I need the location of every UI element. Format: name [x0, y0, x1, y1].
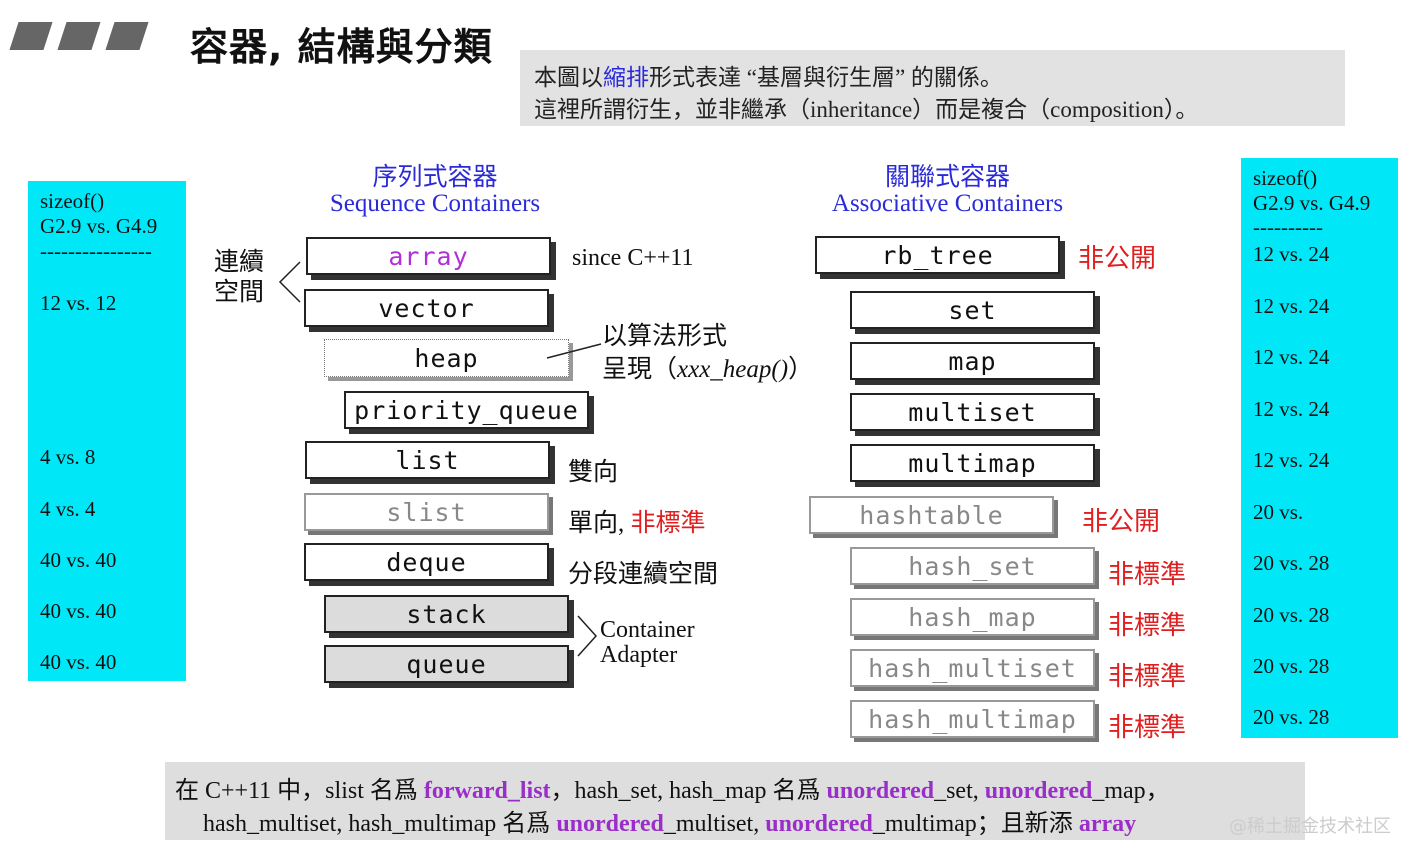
watermark: @稀土掘金技术社区 — [1229, 816, 1391, 837]
box-vector: vector — [304, 289, 549, 327]
bottom-l2-a: hash_multiset, hash_multimap 名爲 — [203, 811, 557, 837]
left-size-queue: 40 vs. 40 — [40, 650, 117, 674]
bottom-l2-unordered-2: unordered — [765, 811, 873, 837]
box-hash-set: hash_set — [850, 547, 1095, 585]
box-array: array — [306, 237, 551, 275]
box-hashtable: hashtable — [809, 496, 1054, 534]
note-line1-post: 形式表達 “基層與衍生層” 的關係。 — [649, 65, 1003, 90]
note-box: 本圖以縮排形式表達 “基層與衍生層” 的關係。 這裡所謂衍生，並非繼承（inhe… — [520, 50, 1345, 126]
page-title: 容器, 結構與分類 — [190, 25, 493, 69]
slist-note: 單向, 非標準 — [568, 503, 706, 539]
left-size-array: 12 vs. 12 — [40, 291, 117, 315]
bottom-note: 在 C++11 中，slist 名爲 forward_list，hash_set… — [165, 762, 1305, 840]
box-deque: deque — [304, 543, 549, 581]
box-list: list — [305, 441, 550, 479]
left-size-deque: 40 vs. 40 — [40, 548, 117, 572]
right-size-multiset: 12 vs. 24 — [1253, 397, 1330, 421]
hash-map-nonstandard: 非標準 — [1108, 611, 1187, 640]
bottom-l2-b: _multiset, — [663, 811, 766, 837]
bottom-l2-c: _multimap；且新添 — [872, 811, 1079, 837]
box-rb-tree: rb_tree — [815, 236, 1060, 274]
header-bar-1 — [9, 22, 53, 50]
heap-note-line-1: 以算法形式 — [602, 323, 728, 350]
right-size-header-2: G2.9 vs. G4.9 — [1253, 191, 1371, 215]
hashtable-nonpublic: 非公開 — [1082, 507, 1161, 536]
bottom-l1-forward-list: forward_list — [423, 778, 551, 804]
box-heap: heap — [324, 339, 569, 377]
right-size-hash-multiset: 20 vs. 28 — [1253, 654, 1330, 678]
bottom-l1-d: _map， — [1092, 778, 1170, 804]
slist-note-pre: 單向, — [568, 510, 631, 537]
contiguous-space-label: 連續 空間 — [214, 249, 265, 306]
right-size-hash-map: 20 vs. 28 — [1253, 603, 1330, 627]
right-size-hashtable: 20 vs. — [1253, 500, 1304, 524]
left-size-dashes: ---------------- — [40, 239, 152, 263]
heap-note-pointer — [546, 343, 602, 359]
bottom-l1-unordered-2: unordered — [984, 778, 1093, 804]
bottom-l2-array: array — [1078, 811, 1137, 837]
right-size-column: sizeof() G2.9 vs. G4.9 ---------- 12 vs.… — [1241, 158, 1398, 738]
list-note: 雙向 — [568, 459, 619, 486]
header-bar-3 — [105, 22, 149, 50]
left-size-stack: 40 vs. 40 — [40, 599, 117, 623]
left-size-header-2: G2.9 vs. G4.9 — [40, 214, 158, 238]
box-multimap: multimap — [850, 444, 1095, 482]
right-size-rb-tree: 12 vs. 24 — [1253, 242, 1330, 266]
right-size-hash-multimap: 20 vs. 28 — [1253, 705, 1330, 729]
box-hash-multimap: hash_multimap — [850, 700, 1095, 738]
sequence-heading-en: Sequence Containers — [329, 190, 541, 217]
header-bar-2 — [57, 22, 101, 50]
right-size-multimap: 12 vs. 24 — [1253, 448, 1330, 472]
note-line1-highlight: 縮排 — [603, 65, 649, 90]
right-size-map: 12 vs. 24 — [1253, 345, 1330, 369]
heap-note-post: ） — [788, 356, 814, 383]
right-size-set: 12 vs. 24 — [1253, 294, 1330, 318]
bottom-line-1: 在 C++11 中，slist 名爲 forward_list，hash_set… — [175, 770, 1170, 805]
left-size-slist: 4 vs. 4 — [40, 497, 96, 521]
right-size-hash-set: 20 vs. 28 — [1253, 551, 1330, 575]
box-slist: slist — [304, 493, 549, 531]
bottom-l2-unordered-1: unordered — [556, 811, 664, 837]
adapter-label-2: Adapter — [600, 642, 678, 668]
note-line-1: 本圖以縮排形式表達 “基層與衍生層” 的關係。 — [534, 58, 1003, 92]
box-map: map — [850, 342, 1095, 380]
heap-note-line-2: 呈現（xxx_heap()） — [602, 349, 813, 385]
right-size-dashes: ---------- — [1253, 215, 1323, 239]
box-stack: stack — [324, 595, 569, 633]
since-cpp11-label: since C++11 — [572, 245, 694, 271]
hash-set-nonstandard: 非標準 — [1108, 560, 1187, 589]
hash-multimap-nonstandard: 非標準 — [1108, 713, 1187, 742]
left-size-list: 4 vs. 8 — [40, 445, 96, 469]
adapter-bracket — [577, 615, 598, 657]
contiguous-bracket — [278, 261, 301, 303]
box-multiset: multiset — [850, 393, 1095, 431]
box-set: set — [850, 291, 1095, 329]
box-priority-queue: priority_queue — [344, 391, 589, 429]
heap-note-pre: 呈現（ — [602, 356, 678, 383]
bottom-line-2: hash_multiset, hash_multimap 名爲 unordere… — [203, 803, 1136, 838]
slist-note-nonstandard: 非標準 — [630, 510, 706, 537]
bottom-l1-c: _set, — [934, 778, 985, 804]
bottom-l1-b: ，hash_set, hash_map 名爲 — [550, 778, 827, 804]
box-hash-map: hash_map — [850, 598, 1095, 636]
left-size-header-1: sizeof() — [40, 189, 105, 213]
heap-note-func: xxx_heap() — [677, 356, 789, 383]
sequence-heading-cn: 序列式容器 — [372, 164, 498, 191]
bottom-l1-a: 在 C++11 中，slist 名爲 — [175, 778, 424, 804]
hash-multiset-nonstandard: 非標準 — [1108, 662, 1187, 691]
left-size-column: sizeof() G2.9 vs. G4.9 ---------------- … — [28, 181, 186, 681]
box-hash-multiset: hash_multiset — [850, 649, 1095, 687]
deque-note: 分段連續空間 — [568, 561, 719, 588]
associative-heading-cn: 關聯式容器 — [884, 164, 1010, 191]
rb-tree-nonpublic: 非公開 — [1078, 244, 1157, 273]
note-line1-pre: 本圖以 — [534, 65, 603, 90]
associative-heading-en: Associative Containers — [831, 190, 1064, 217]
bottom-l1-unordered-1: unordered — [826, 778, 935, 804]
adapter-label-1: Container — [600, 617, 695, 643]
note-line-2: 這裡所謂衍生，並非繼承（inheritance）而是複合（composition… — [534, 97, 1199, 122]
box-queue: queue — [324, 645, 569, 683]
right-size-header-1: sizeof() — [1253, 166, 1318, 190]
